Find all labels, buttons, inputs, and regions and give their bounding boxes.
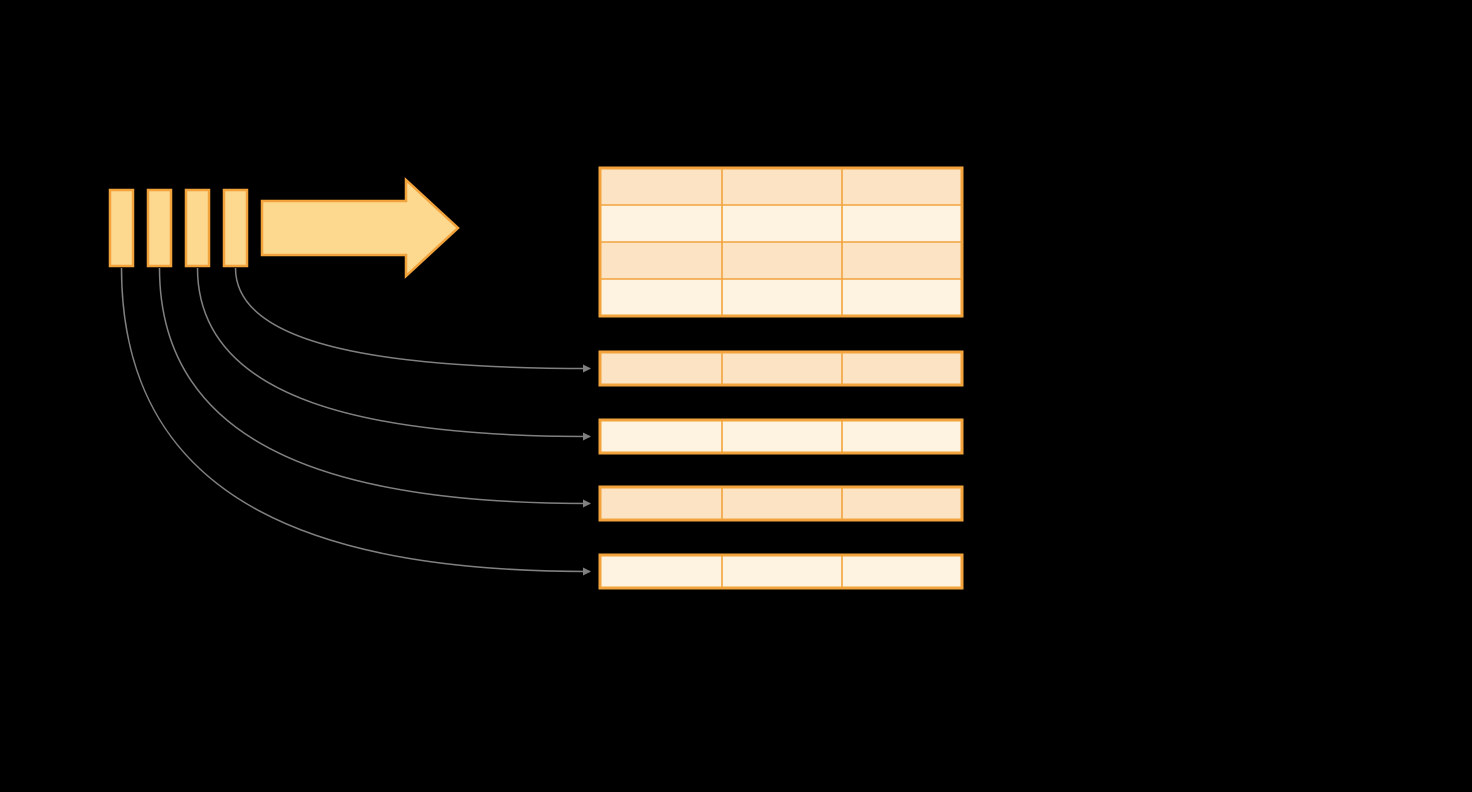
connector-arrow bbox=[234, 267, 591, 373]
main-table-row bbox=[600, 205, 962, 242]
row-table-row bbox=[600, 420, 962, 453]
row-table bbox=[598, 418, 964, 455]
table-border bbox=[598, 485, 964, 522]
connector-arrow bbox=[196, 267, 591, 441]
connectors-group bbox=[120, 267, 591, 576]
record-bars-group bbox=[108, 188, 249, 268]
connector-arrow bbox=[158, 267, 591, 508]
record-bar bbox=[222, 188, 249, 268]
row-tables-group bbox=[598, 350, 964, 590]
main-table-row bbox=[600, 279, 962, 316]
flow-arrow-group bbox=[260, 177, 460, 279]
table-border bbox=[598, 166, 964, 318]
row-table bbox=[598, 350, 964, 387]
main-table-row bbox=[600, 168, 962, 205]
connector-arrow bbox=[120, 267, 591, 576]
main-table-row bbox=[600, 242, 962, 279]
row-table-row bbox=[600, 352, 962, 385]
record-bar bbox=[108, 188, 135, 268]
record-bar bbox=[184, 188, 211, 268]
row-table bbox=[598, 553, 964, 590]
row-table bbox=[598, 485, 964, 522]
table-border bbox=[598, 553, 964, 590]
row-table-row bbox=[600, 555, 962, 588]
main-table-group bbox=[598, 166, 964, 318]
flow-arrow-icon bbox=[260, 177, 460, 279]
row-table-row bbox=[600, 487, 962, 520]
record-bar bbox=[146, 188, 173, 268]
table-border bbox=[598, 350, 964, 387]
table-border bbox=[598, 418, 964, 455]
